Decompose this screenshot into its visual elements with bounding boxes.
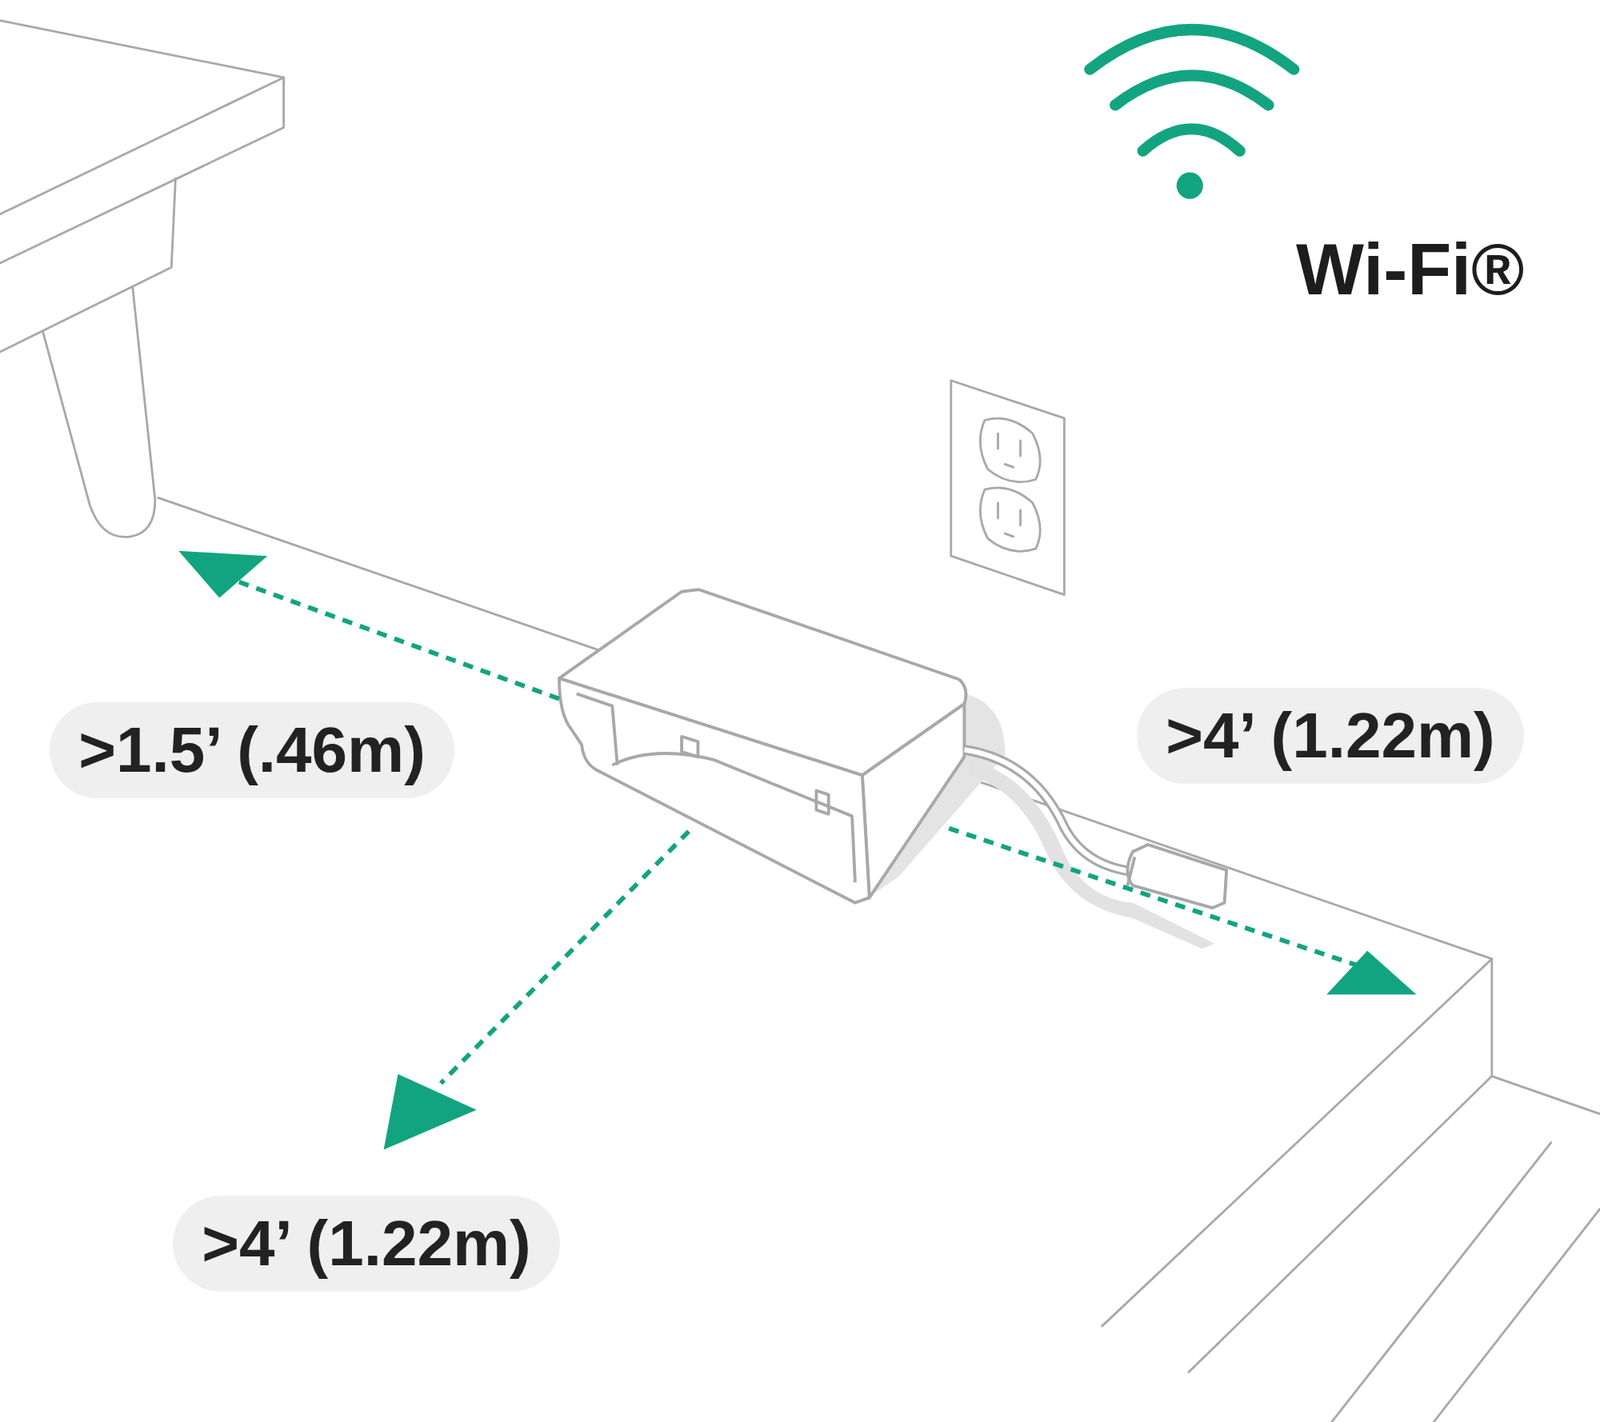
step-edge (1492, 959, 1600, 1115)
wifi-dot (1176, 172, 1204, 200)
arrowhead (384, 1074, 477, 1150)
table-apron (0, 178, 176, 352)
dimension-lines (226, 577, 1363, 1084)
dimension-line (948, 828, 1363, 968)
arrowhead (178, 551, 268, 599)
wifi-arc (1089, 29, 1294, 70)
wifi-label: Wi-Fi® (1296, 233, 1524, 306)
wifi-symbol (1089, 29, 1294, 152)
receptacle (980, 488, 1040, 552)
dimension-text: >1.5’ (.46m) (78, 718, 426, 783)
device-side (862, 704, 965, 898)
dimension-line (226, 577, 560, 700)
dimension-badge: >1.5’ (.46m) (49, 702, 455, 799)
receptacle (980, 418, 1040, 482)
arrowheads (178, 551, 1416, 1151)
wifi-arc (1143, 128, 1240, 151)
dimension-badge: >4’ (1.22m) (1136, 688, 1524, 784)
step-line (1433, 1208, 1600, 1422)
cable-core (964, 749, 1138, 872)
dimension-text: >4’ (1.22m) (1165, 704, 1495, 768)
step-line (1332, 1143, 1552, 1422)
dimension-text: >4’ (1.22m) (201, 1212, 531, 1276)
plug-edge (1127, 856, 1135, 886)
step-line (1102, 959, 1492, 1327)
device-cradle (576, 693, 856, 883)
dimension-badge: >4’ (1.22m) (172, 1196, 560, 1292)
dimension-line (440, 832, 689, 1084)
table-edge (0, 77, 284, 264)
arrowhead (1326, 951, 1416, 996)
room-lines (0, 20, 1600, 1422)
plug (1127, 844, 1227, 908)
outlet-plate (951, 380, 1065, 596)
table-leg (43, 288, 156, 538)
receptacle-slots (997, 433, 1020, 537)
table-top (0, 20, 284, 215)
device-contacts (681, 736, 829, 815)
wifi-arc (1115, 75, 1268, 105)
device-front (559, 678, 870, 904)
cable (964, 749, 1138, 872)
step-line (1188, 1076, 1492, 1373)
